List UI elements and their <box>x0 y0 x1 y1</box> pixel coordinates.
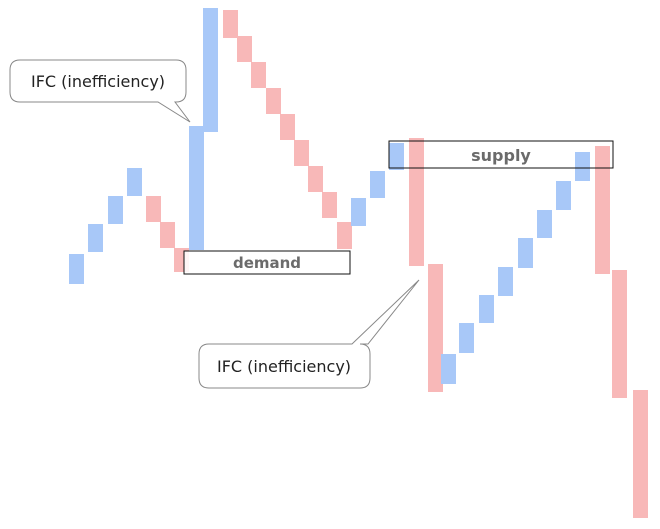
renko-brick-up <box>537 210 552 238</box>
renko-brick-down <box>237 36 252 62</box>
renko-brick-up <box>69 254 84 284</box>
renko-brick-up <box>127 168 142 196</box>
renko-brick-down <box>280 114 295 140</box>
renko-brick-up <box>518 238 533 268</box>
renko-brick-up <box>370 171 385 198</box>
demand-zone-box <box>183 250 351 275</box>
demand-zone: demand <box>183 250 351 275</box>
renko-brick-up <box>189 126 204 250</box>
callout-bubble <box>9 59 191 123</box>
renko-brick-up <box>556 181 571 210</box>
renko-brick-down <box>322 192 337 218</box>
renko-brick-down <box>308 166 323 192</box>
renko-brick-down <box>633 390 648 518</box>
renko-brick-up <box>108 196 123 224</box>
renko-brick-up <box>203 8 218 132</box>
renko-brick-up <box>441 354 456 384</box>
renko-brick-up <box>459 323 474 353</box>
renko-brick-down <box>428 264 443 392</box>
renko-brick-up <box>389 143 404 170</box>
renko-brick-down <box>223 10 238 38</box>
ifc-callout-right: IFC (inefficiency) <box>198 279 420 389</box>
renko-brick-down <box>251 62 266 88</box>
renko-brick-down <box>294 140 309 166</box>
renko-brick-down <box>612 270 627 398</box>
supply-zone-box <box>388 140 614 169</box>
ifc-callout-left: IFC (inefficiency) <box>9 59 191 123</box>
renko-brick-down <box>337 222 352 249</box>
supply-zone: supply <box>388 140 614 169</box>
renko-brick-down <box>146 196 161 222</box>
renko-brick-down <box>266 88 281 114</box>
demand-zone-label: demand <box>233 254 301 272</box>
renko-brick-up <box>575 152 590 181</box>
callout-bubble <box>198 279 420 389</box>
ifc-callout-left-text: IFC (inefficiency) <box>31 72 165 91</box>
renko-brick-down <box>409 138 424 266</box>
renko-brick-down <box>595 146 610 274</box>
ifc-callout-right-text: IFC (inefficiency) <box>217 357 351 376</box>
renko-brick-down <box>160 222 175 248</box>
renko-brick-up <box>479 295 494 323</box>
renko-brick-up <box>351 198 366 226</box>
renko-brick-up <box>498 267 513 296</box>
renko-bricks <box>69 8 648 518</box>
supply-zone-label: supply <box>471 146 531 165</box>
renko-brick-up <box>88 224 103 252</box>
